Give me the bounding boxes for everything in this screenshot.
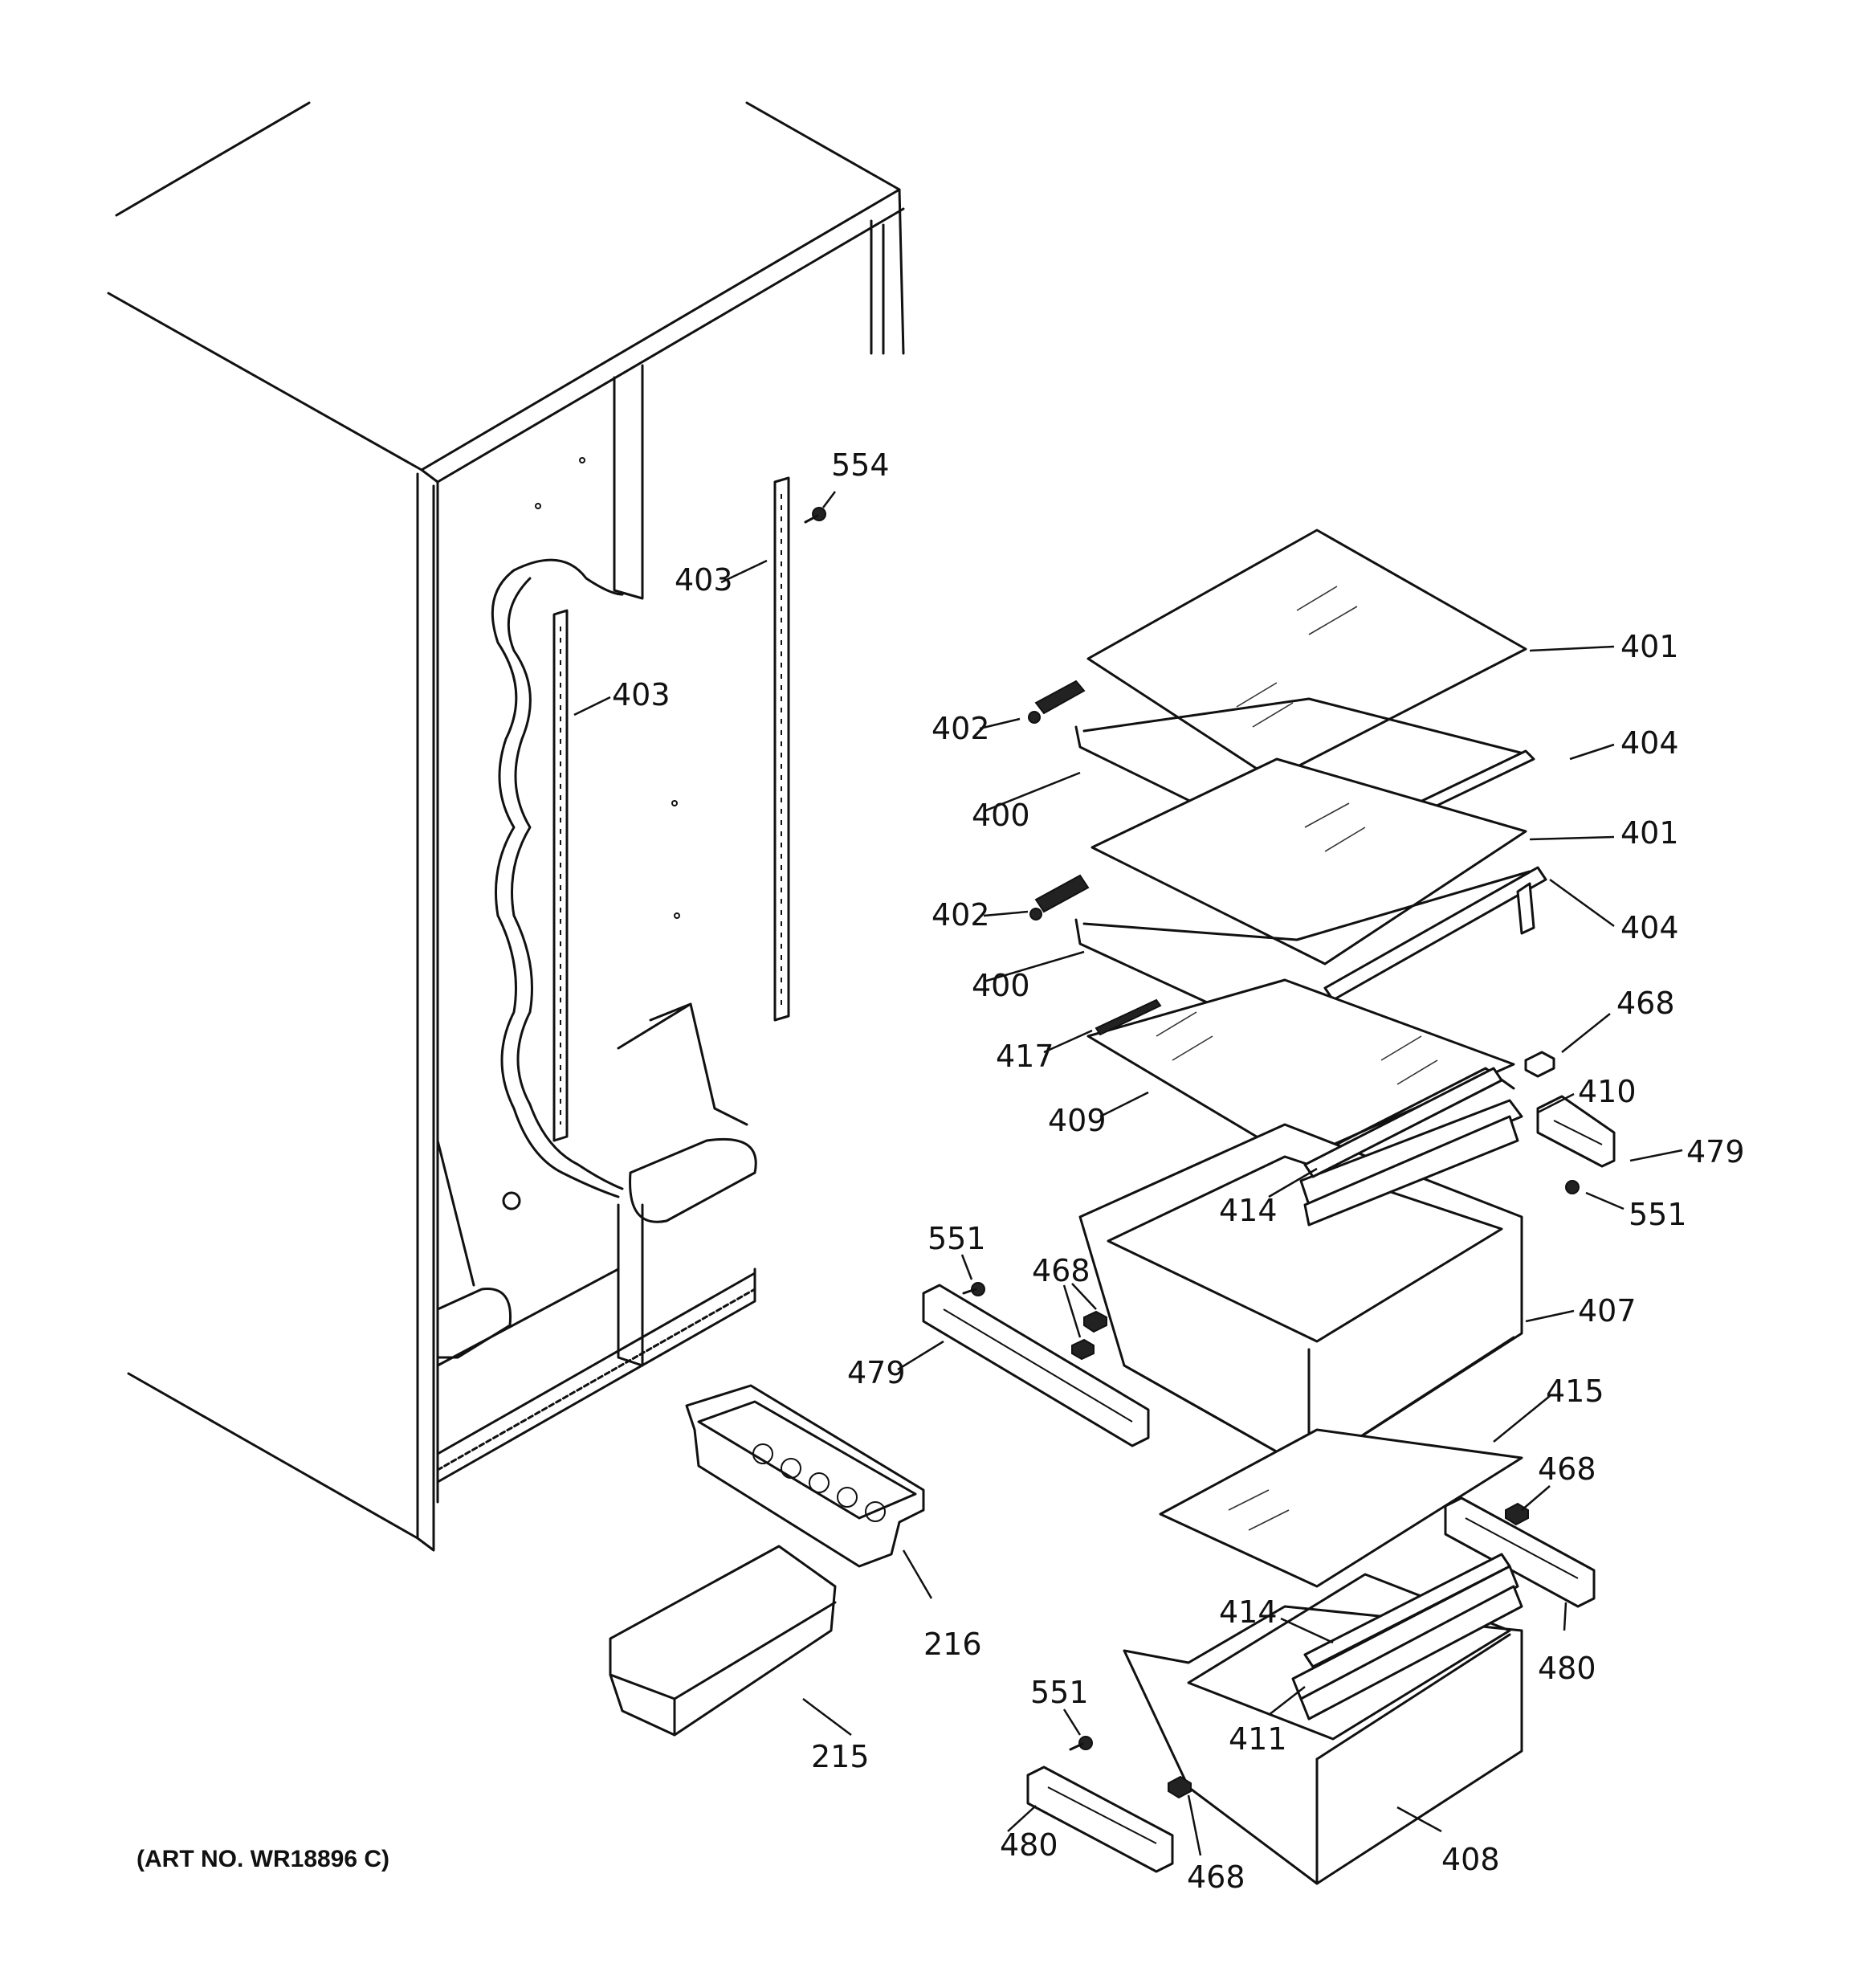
- callout-551-b: 551: [927, 1221, 986, 1256]
- glass-shelf-401-upper: [1086, 529, 1527, 781]
- slide-480-right: [1444, 1496, 1596, 1608]
- callout-414-a: 414: [1219, 1193, 1278, 1228]
- stop-468-a: [1524, 1051, 1555, 1078]
- callout-468-a: 468: [1616, 986, 1675, 1021]
- screw-554: [804, 507, 826, 524]
- callout-410: 410: [1578, 1074, 1637, 1109]
- callout-411: 411: [1229, 1721, 1287, 1757]
- callout-468-d: 468: [1187, 1859, 1245, 1895]
- trim-404-lower: [1323, 866, 1547, 1002]
- rail-417: [1095, 998, 1162, 1036]
- glass-crisper-cover-409: [1086, 978, 1515, 1162]
- callout-402-b: 402: [932, 897, 990, 933]
- callout-479-a: 479: [1686, 1134, 1745, 1170]
- callout-402-a: 402: [932, 711, 990, 746]
- slide-479-left: [922, 1284, 1150, 1447]
- crisper-drawer-408: [1123, 1565, 1523, 1885]
- callout-408: 408: [1441, 1842, 1500, 1877]
- slide-479-right: [1536, 1095, 1616, 1168]
- callout-480-a: 480: [1538, 1651, 1596, 1686]
- screw-551-a: [1565, 1180, 1580, 1194]
- callout-554: 554: [831, 447, 890, 483]
- slide-480-left: [1026, 1766, 1174, 1873]
- shelf-ladder-right: [773, 476, 790, 1022]
- callout-409: 409: [1048, 1103, 1107, 1138]
- callout-415: 415: [1546, 1374, 1604, 1409]
- screw-551-c: [1069, 1736, 1093, 1751]
- callout-404-b: 404: [1620, 910, 1679, 945]
- handle-414-lower: [1303, 1553, 1511, 1668]
- callout-479-b: 479: [847, 1355, 906, 1390]
- callout-551-a: 551: [1629, 1197, 1687, 1232]
- callout-480-b: 480: [1000, 1827, 1058, 1863]
- callout-414-b: 414: [1219, 1594, 1278, 1630]
- callout-404-a: 404: [1620, 725, 1679, 761]
- callout-400-a: 400: [972, 798, 1030, 833]
- crisper-pan-cover-415: [1159, 1428, 1523, 1588]
- callout-468-c: 468: [1538, 1451, 1596, 1487]
- callout-551-c: 551: [1030, 1675, 1089, 1710]
- callout-417: 417: [996, 1039, 1054, 1074]
- callout-468-b: 468: [1032, 1253, 1090, 1288]
- bin-215: [609, 1545, 837, 1737]
- crisper-drawer-407: [1078, 1099, 1523, 1472]
- shelf-ladder-left: [552, 609, 569, 1142]
- callout-407: 407: [1578, 1293, 1637, 1329]
- callout-labels: 554 403 403 401 402 404 400 401 402 404 …: [612, 447, 1745, 1895]
- bin-216: [685, 1384, 925, 1568]
- stop-468-b: [1071, 1310, 1107, 1361]
- leader-lines: [573, 491, 1683, 1856]
- callout-215: 215: [811, 1739, 870, 1774]
- refrigerator-cabinet: [107, 101, 905, 1552]
- callout-400-b: 400: [972, 968, 1030, 1003]
- callout-403-a: 403: [675, 562, 733, 598]
- art-number: (ART NO. WR18896 C): [137, 1846, 390, 1872]
- glass-shelf-401-lower: [1090, 757, 1527, 965]
- callout-401-b: 401: [1620, 815, 1679, 851]
- screw-551-b: [962, 1282, 985, 1296]
- callout-401-a: 401: [1620, 629, 1679, 664]
- stop-468-d: [1168, 1775, 1192, 1799]
- callout-403-b: 403: [612, 677, 671, 712]
- callout-216: 216: [923, 1627, 982, 1662]
